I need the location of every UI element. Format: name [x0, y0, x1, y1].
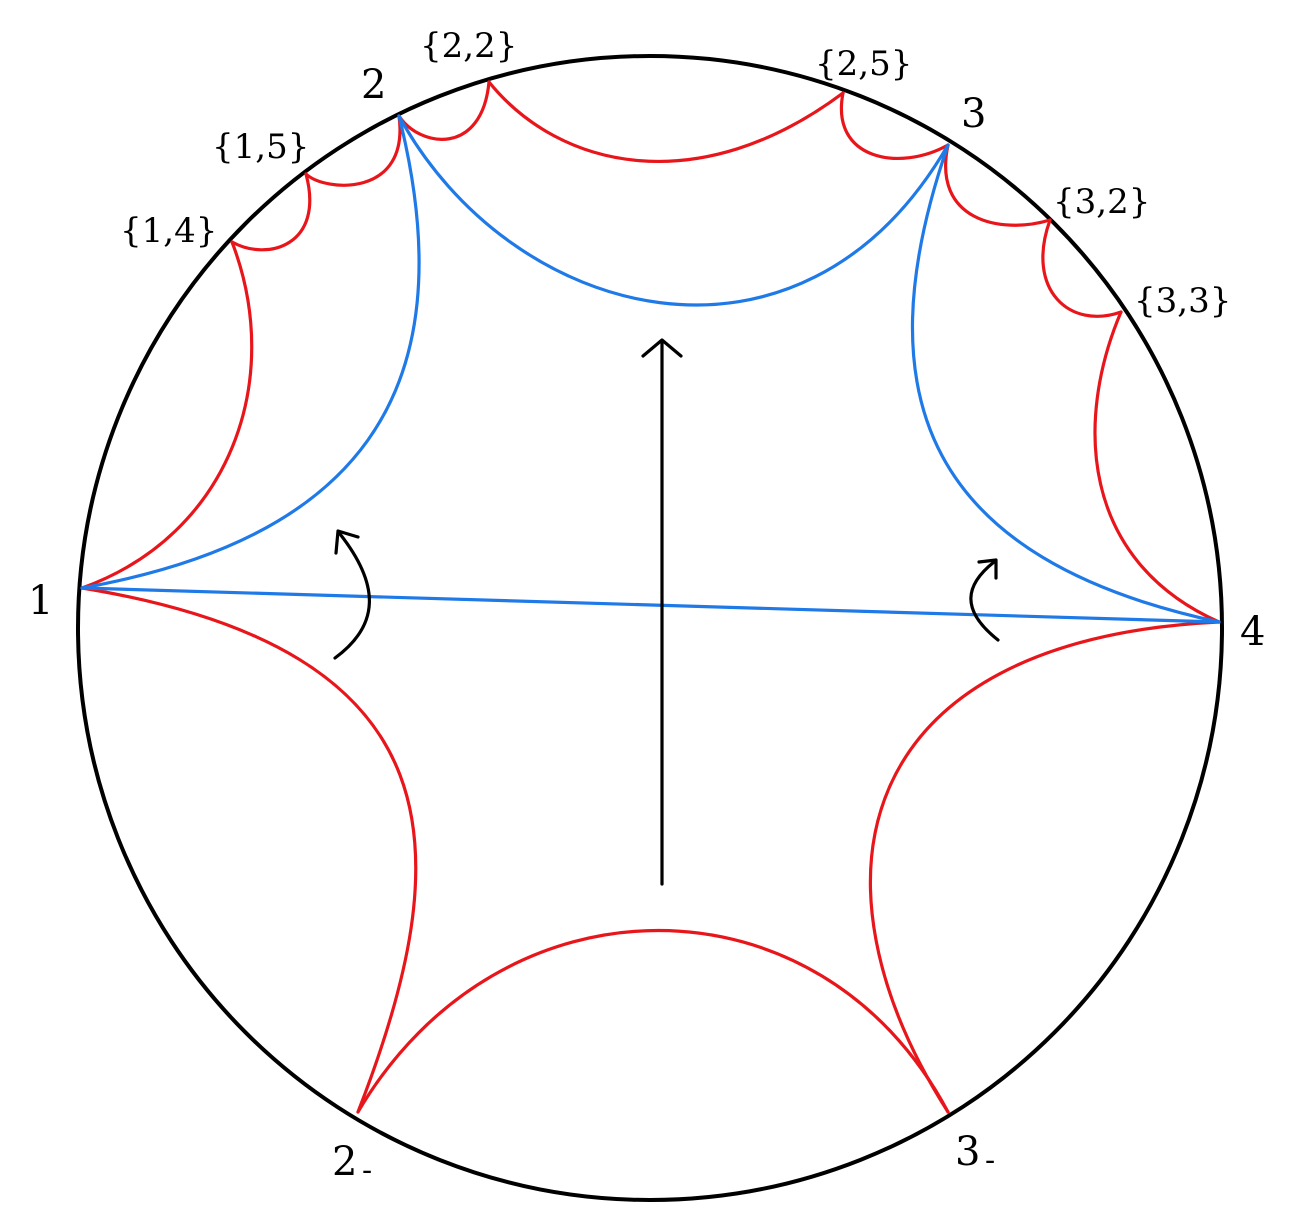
red-arc-25-to-3	[839, 91, 950, 160]
vertex-label-3: 3	[961, 91, 986, 137]
vertex-label-3-minus: 3 -	[955, 1129, 995, 1178]
vertex-label-2-minus-sub: -	[362, 1153, 372, 1188]
vertex-label-4: 4	[1240, 609, 1265, 655]
blue-arcs	[80, 114, 1221, 624]
blue-diameter-1-to-4	[80, 586, 1221, 624]
set-label-3-3: {3,3}	[1134, 281, 1231, 321]
set-label-2-5: {2,5}	[815, 44, 912, 84]
set-label-2-2: {2,2}	[420, 26, 517, 66]
red-arc-1-to-2m	[80, 586, 418, 1114]
right-curved-arrow-head	[977, 558, 998, 580]
left-curved-arrow	[333, 532, 371, 660]
red-arc-22-to-25	[487, 80, 845, 163]
red-arc-3-to-32	[944, 143, 1052, 227]
vertex-label-3-minus-sub: -	[985, 1143, 995, 1178]
vertex-label-2: 2	[361, 62, 386, 108]
set-label-1-5: {1,5}	[212, 127, 309, 167]
set-label-3-2: {3,2}	[1053, 182, 1150, 222]
right-curved-arrow	[969, 560, 1000, 642]
red-arc-33-to-4	[1093, 310, 1221, 624]
vertex-label-3-minus-base: 3	[955, 1129, 980, 1175]
red-arc-32-to-33	[1041, 218, 1123, 318]
blue-arc-1-to-2	[80, 114, 421, 590]
red-arc-14-to-15	[230, 172, 312, 252]
arrows	[333, 338, 1000, 886]
blue-arc-3-to-4	[910, 143, 1221, 624]
vertex-label-1: 1	[28, 578, 53, 624]
red-arc-3m-to-4	[868, 620, 1221, 1114]
red-arc-15-to-2	[304, 114, 402, 187]
red-arc-2m-to-3m	[356, 928, 950, 1114]
blue-arc-2-to-3	[397, 114, 950, 307]
set-label-1-4: {1,4}	[120, 211, 217, 251]
red-arc-2-to-22	[397, 80, 491, 141]
vertical-arrow-head	[641, 338, 683, 358]
boundary-circle	[76, 54, 1224, 1202]
vertex-label-2-minus: 2 -	[332, 1139, 372, 1188]
red-arcs	[80, 80, 1221, 1114]
vertex-label-2-minus-base: 2	[332, 1139, 357, 1185]
red-arc-1-to-14	[80, 240, 254, 590]
left-curved-arrow-head	[334, 529, 360, 555]
